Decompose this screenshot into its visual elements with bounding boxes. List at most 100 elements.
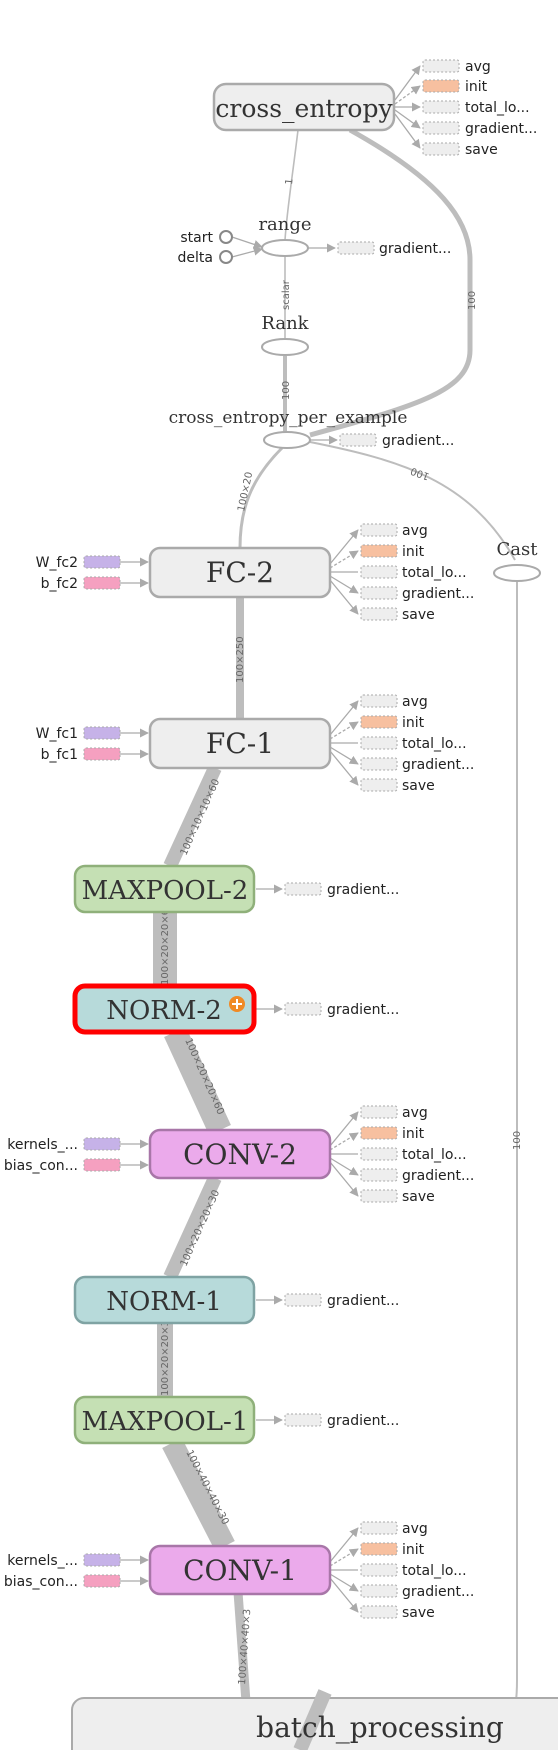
edge-label-maxpool2-norm2: 100×20×20×60 [160,903,171,985]
node-label-cast: Cast [497,539,539,560]
node-fc1[interactable]: FC-1 [148,717,332,770]
aux-label: bias_con... [4,1158,78,1174]
edge-cepe-cast [309,441,516,561]
aux-label: save [402,778,435,794]
aux-group-maxpool1: gradient... [284,1413,399,1429]
aux-label: gradient... [402,1584,474,1600]
aux-label: gradient... [402,586,474,602]
aux-label: init [402,1126,425,1142]
aux-label: gradient... [327,882,399,898]
aux-group-cross-entropy: avg init total_lo... gradient... save [422,59,537,158]
node-label-conv2: CONV-2 [183,1138,297,1171]
node-label-batch-processing: batch_processing [256,1711,504,1744]
edge-cross-entropy-range [284,129,299,241]
aux-label: kernels_... [7,1553,78,1569]
node-label-maxpool2: MAXPOOL-2 [82,876,249,906]
aux-label: total_lo... [402,565,467,581]
aux-label: avg [402,1105,428,1121]
aux-label: save [402,1605,435,1621]
node-label-cross-entropy: cross_entropy [215,94,393,123]
aux-group-norm1: gradient... [284,1293,399,1309]
edge-cross-entropy-cepe [309,127,473,438]
aux-label: gradient... [402,757,474,773]
aux-label: init [402,715,425,731]
aux-label: save [402,1189,435,1205]
edge-norm2-conv2 [164,1026,231,1136]
edge-labels: 1 scalar 100 100 100 100×20 100×250 100×… [160,178,523,1685]
edge-label-cepe-fc2: 100×20 [236,471,255,513]
input-start[interactable]: start [180,230,233,246]
node-label-range: range [258,214,311,235]
aux-group-conv2-inputs: kernels_... bias_con... [4,1137,121,1174]
node-fc2[interactable]: FC-2 [148,546,332,599]
node-label-norm1: NORM-1 [106,1287,222,1317]
aux-group-fc2-outputs: avg init total_lo... gradient... save [360,523,474,623]
aux-label: W_fc1 [36,726,78,742]
aux-group-cepe: gradient... [339,433,454,449]
aux-group-fc1-inputs: W_fc1 b_fc1 [36,726,121,763]
node-maxpool1[interactable]: MAXPOOL-1 [73,1395,256,1445]
aux-label: total_lo... [402,1563,467,1579]
aux-arrows [120,65,421,1613]
node-label-rank: Rank [261,313,309,334]
edge-label-ce-range: 1 [284,178,296,185]
node-label-fc1: FC-1 [206,727,274,760]
aux-label: gradient... [327,1002,399,1018]
node-batch-processing[interactable]: batch_processing [71,1689,558,1750]
edge-label-conv1-batch: 100×40×40×3 [237,1609,253,1686]
node-norm2[interactable]: NORM-2 [72,983,257,1035]
node-maxpool2[interactable]: MAXPOOL-2 [73,864,256,914]
aux-label: save [465,142,498,158]
aux-label: init [465,79,488,95]
aux-label: gradient... [465,121,537,137]
aux-label: gradient... [382,433,454,449]
aux-label: total_lo... [402,736,467,752]
node-label-norm2: NORM-2 [106,996,222,1026]
aux-label: gradient... [379,241,451,257]
edge-conv1-batch [233,1591,251,1703]
node-label-cross-entropy-per-example: cross_entropy_per_example [169,408,408,428]
aux-label: save [402,607,435,623]
aux-label: avg [402,694,428,710]
aux-label: kernels_... [7,1137,78,1153]
node-norm1[interactable]: NORM-1 [73,1275,256,1325]
aux-group-fc2-inputs: W_fc2 b_fc2 [36,555,121,592]
aux-label: init [402,1542,425,1558]
node-cast[interactable]: Cast [493,539,541,582]
aux-group-conv2-outputs: avg init total_lo... gradient... save [360,1105,474,1205]
input-delta[interactable]: delta [178,250,233,266]
node-conv1[interactable]: CONV-1 [148,1544,332,1596]
edge-label-ce-cepe: 100 [467,291,478,310]
edge-conv2-norm1 [163,1175,222,1280]
edge-fc1-maxpool2 [163,765,222,869]
node-cross-entropy[interactable]: cross_entropy [212,82,396,132]
aux-label: gradient... [402,1168,474,1184]
aux-label: total_lo... [465,100,530,116]
aux-group-conv1-inputs: kernels_... bias_con... [4,1553,121,1590]
node-rank[interactable]: Rank [261,313,310,356]
edge-label-cepe-cast: 100 [409,465,431,482]
edge-label-norm1-maxpool1: 100×20×20×30 [160,1314,171,1396]
aux-label: gradient... [327,1413,399,1429]
expand-plus-icon[interactable] [229,996,245,1012]
aux-label: b_fc1 [41,747,78,763]
input-label-start: start [180,230,213,246]
edge-label-range-rank: scalar [281,279,292,310]
edge-cepe-fc2 [238,446,284,549]
aux-label: bias_con... [4,1574,78,1590]
edge-label-cast-batch: 100 [512,1131,523,1150]
node-conv2[interactable]: CONV-2 [148,1128,332,1180]
aux-group-fc1-outputs: avg init total_lo... gradient... save [360,694,474,794]
edge-cast-batch [511,582,518,1721]
edges [153,127,518,1750]
aux-label: b_fc2 [41,576,78,592]
aux-group-range: gradient... [337,241,451,257]
aux-label: avg [465,59,491,75]
node-range[interactable]: range [258,214,312,257]
aux-label: total_lo... [402,1147,467,1163]
aux-group-maxpool2: gradient... [284,882,399,898]
node-label-maxpool1: MAXPOOL-1 [82,1407,249,1437]
aux-group-norm2: gradient... [284,1002,399,1018]
node-cross-entropy-per-example[interactable]: cross_entropy_per_example [169,408,408,449]
